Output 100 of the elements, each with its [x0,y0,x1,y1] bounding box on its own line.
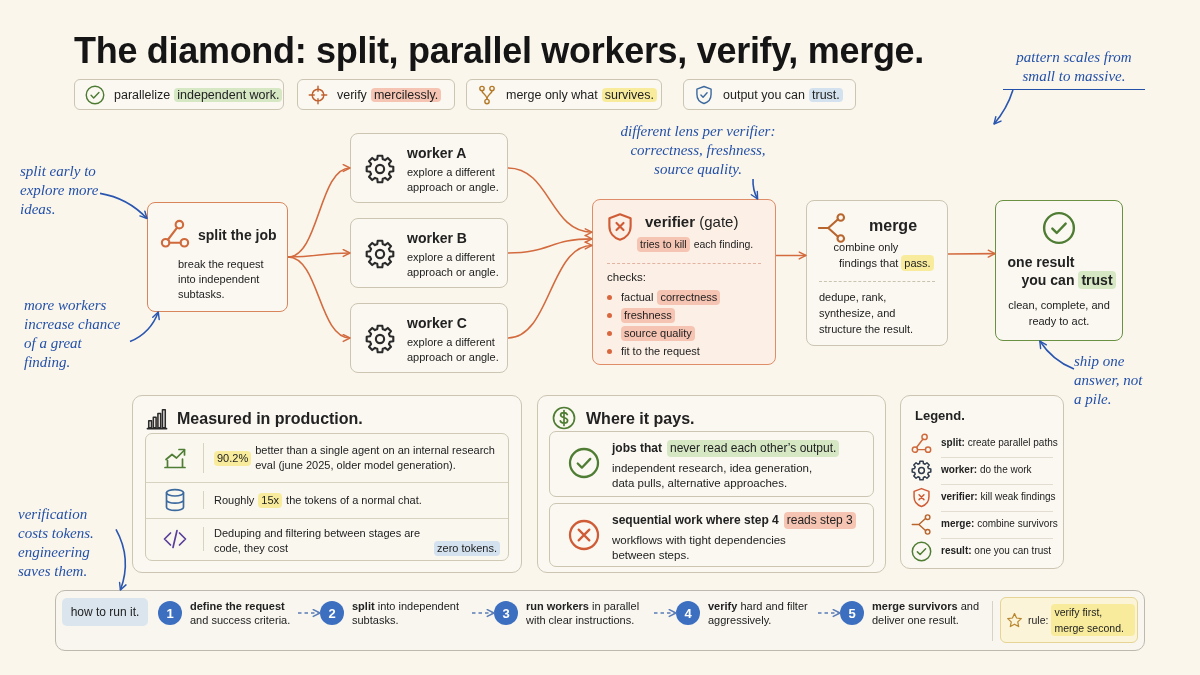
key-point-card [297,79,455,110]
arrow [1039,340,1075,370]
handwritten-note: split early to explore more ideas. [20,162,100,219]
arrow [287,248,351,258]
dashed-arrow [653,608,677,618]
highlighted-text: never read each other’s output. [667,440,840,457]
arrow [507,234,593,254]
box-text: explore a different approach or angle. [407,335,500,365]
arrow [750,178,759,200]
box-title: merge [869,217,918,235]
stat-text: Deduping and filtering between stages are code, they cost [214,526,422,556]
legend-title: Legend. [915,408,965,423]
highlighted-text: 15x [258,492,283,508]
handwritten-note: ship one answer, not a pile. [1074,352,1146,409]
highlighted-text: independent work. [174,87,283,102]
highlighted-text: mercilessly. [370,87,442,102]
arrow [507,242,593,339]
arrow [507,167,593,236]
process-box [806,200,948,346]
arrow [99,192,148,220]
box-text: fit to the request [621,344,700,359]
box-title: verifier (gate) [645,213,739,230]
highlighted-text: freshness [621,308,675,323]
card-text: merge only what [506,87,598,102]
card-heading: jobs that [612,441,662,455]
key-point-card [683,79,856,110]
highlighted-text: reads step 3 [783,512,856,529]
process-box [147,202,288,312]
arrow [287,256,351,341]
panel-title: Where it pays. [586,410,695,428]
process-box [350,133,508,203]
legend-text: worker: do the work [941,464,1032,475]
highlighted-text: correctness [657,290,721,305]
box-text: explore a different approach or angle. [407,250,500,280]
handwritten-note: more workers increase chance of a great finding. [24,296,130,372]
panel-title: Measured in production. [177,410,363,428]
card-text: output you can [723,87,805,102]
box-title: one result you can [1006,253,1075,289]
card-text: rule: [1028,613,1049,628]
rule-card [1000,597,1138,643]
box-title: worker B [407,230,467,246]
result-box [995,200,1123,341]
box-text: combine only findings that [832,240,899,271]
handwritten-note: pattern scales from small to massive. [1003,48,1145,90]
highlighted-text: verify first, merge second. [1051,604,1136,636]
card-text: parallelize [114,87,171,102]
key-point-card [74,79,284,110]
box-text: break the request into independent subtasks. [178,257,265,302]
steps-panel [55,590,1145,651]
step-number: 1 [158,601,182,625]
process-box [350,303,508,373]
arrow [129,311,160,343]
box-title: split the job [198,227,277,243]
step-text: run workers in parallel with clear instructions. [526,599,641,627]
card-heading: sequential work where step 4 [612,513,779,527]
gate-box [592,199,776,365]
dashed-arrow [471,608,495,618]
box-text: explore a different approach or angle. [407,165,500,195]
process-box [350,218,508,288]
section-tag: how to run it. [62,598,148,626]
step-text: verify hard and filter aggressively. [708,599,809,627]
dashed-arrow [817,608,841,618]
arrow [775,251,807,260]
arrow [947,249,996,258]
legend-text: merge: combine survivors [941,518,1058,529]
step-number: 3 [494,601,518,625]
page-title: The diamond: split, parallel workers, verify, merge. [74,30,924,72]
stat-text: better than a single agent on an internal research eval (june 2025, older model generation). [255,443,496,473]
box-title: worker C [407,315,467,331]
step-text: split into independent subtasks. [352,599,461,627]
info-panel [537,395,886,573]
step-number: 5 [840,601,864,625]
handwritten-note: verification costs tokens. engineering saves them. [18,505,116,581]
stat-text: the tokens of a normal chat. [286,492,422,508]
legend-text: verifier: kill weak findings [941,491,1056,502]
legend-text: split: create parallel paths [941,437,1058,448]
step-number: 2 [320,601,344,625]
info-card [549,503,874,567]
box-text: dedupe, rank, synthesize, and structure the result. [819,290,915,337]
card-text: independent research, idea generation, data pulls, alternative approaches. [612,461,814,491]
card-text: verify [337,87,367,102]
highlighted-text: pass. [901,255,934,271]
handwritten-note: different lens per verifier: correctness, freshness, source quality. [612,122,784,179]
key-point-card [466,79,662,110]
highlighted-text: tries to kill [637,237,690,252]
box-text: checks: [607,271,646,283]
box-text: each finding. [693,238,754,250]
dashed-arrow [297,608,321,618]
stat-text: Roughly [214,492,255,508]
highlighted-text: zero tokens. [434,541,500,556]
step-text: define the request and success criteria. [190,599,292,627]
box-text: factual [621,290,654,305]
highlighted-text: trust [1078,271,1116,289]
info-panel [132,395,522,573]
legend-text: result: one you can trust [941,545,1052,556]
box-text: clean, complete, and ready to act. [1007,298,1111,329]
highlighted-text: survives. [601,87,658,102]
step-text: merge survivors and deliver one result. [872,599,981,627]
highlighted-text: trust. [809,87,843,102]
highlighted-text: source quality [621,326,695,341]
